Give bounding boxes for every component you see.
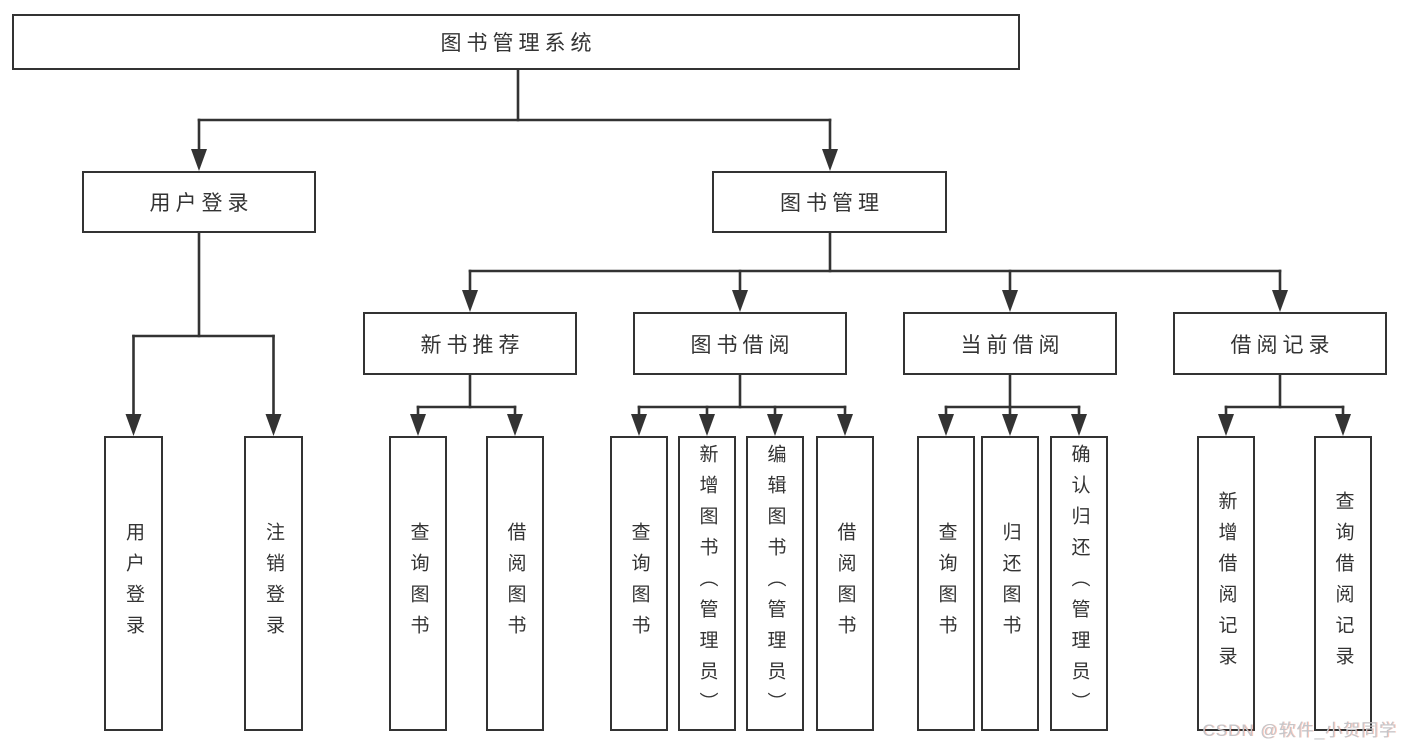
- leaf-edit-books-admin: 编辑图书（管理员）: [746, 436, 804, 731]
- edge-book-management-to-level3: [462, 231, 1288, 312]
- node-book-management: 图书管理: [712, 171, 947, 233]
- node-user-login: 用户登录: [82, 171, 316, 233]
- leaf-add-books-admin: 新增图书（管理员）: [678, 436, 736, 731]
- edge-book-borrowing-to-leaves: [631, 373, 853, 436]
- node-book-management-label: 图书管理: [780, 192, 884, 215]
- leaf-add-books-admin-label: 新增图书（管理员）: [696, 444, 718, 723]
- edge-new-book-recommendation-to-leaves: [410, 373, 523, 436]
- leaf-query-books-recommend-label: 查询图书: [407, 521, 429, 646]
- leaf-borrow-books-borrowing: 借阅图书: [816, 436, 874, 731]
- csdn-watermark: CSDN @软件_小贺同学: [1202, 721, 1397, 740]
- leaf-query-books-borrowing: 查询图书: [610, 436, 668, 731]
- leaf-borrow-books-borrowing-label: 借阅图书: [834, 521, 856, 646]
- edge-user-login-to-leaves: [125, 231, 282, 436]
- node-current-borrowing-label: 当前借阅: [960, 333, 1065, 357]
- edge-root-to-level2: [191, 68, 838, 171]
- leaf-return-books-label: 归还图书: [999, 521, 1021, 646]
- node-book-borrowing-label: 图书借阅: [690, 333, 795, 357]
- leaf-query-books-current-label: 查询图书: [935, 521, 957, 646]
- node-borrowing-records-label: 借阅记录: [1230, 333, 1335, 357]
- edge-current-borrowing-to-leaves: [938, 373, 1087, 436]
- node-library-system: 图书管理系统: [12, 14, 1020, 70]
- node-book-borrowing: 图书借阅: [633, 312, 847, 375]
- leaf-borrow-books-recommend: 借阅图书: [486, 436, 544, 731]
- leaf-edit-books-admin-label: 编辑图书（管理员）: [764, 444, 786, 723]
- leaf-query-books-recommend: 查询图书: [389, 436, 447, 731]
- leaf-return-books: 归还图书: [981, 436, 1039, 731]
- node-user-login-label: 用户登录: [149, 192, 254, 215]
- leaf-query-borrow-record: 查询借阅记录: [1314, 436, 1372, 731]
- edge-borrowing-records-to-leaves: [1218, 373, 1351, 436]
- leaf-query-borrow-record-label: 查询借阅记录: [1332, 490, 1354, 677]
- node-new-book-recommendation: 新书推荐: [363, 312, 577, 375]
- leaf-query-books-borrowing-label: 查询图书: [628, 521, 650, 646]
- leaf-add-borrow-record-label: 新增借阅记录: [1215, 490, 1237, 677]
- leaf-confirm-return-admin-label: 确认归还（管理员）: [1068, 444, 1090, 723]
- leaf-user-login-label: 用户登录: [123, 521, 144, 646]
- node-library-system-label: 图书管理系统: [440, 32, 597, 55]
- leaf-confirm-return-admin: 确认归还（管理员）: [1050, 436, 1108, 731]
- node-borrowing-records: 借阅记录: [1173, 312, 1387, 375]
- leaf-query-books-current: 查询图书: [917, 436, 975, 731]
- leaf-borrow-books-recommend-label: 借阅图书: [504, 521, 526, 646]
- leaf-user-login: 用户登录: [104, 436, 163, 731]
- leaf-logout-label: 注销登录: [263, 521, 284, 646]
- leaf-add-borrow-record: 新增借阅记录: [1197, 436, 1255, 731]
- leaf-logout: 注销登录: [244, 436, 303, 731]
- node-current-borrowing: 当前借阅: [903, 312, 1117, 375]
- node-new-book-recommendation-label: 新书推荐: [420, 333, 525, 357]
